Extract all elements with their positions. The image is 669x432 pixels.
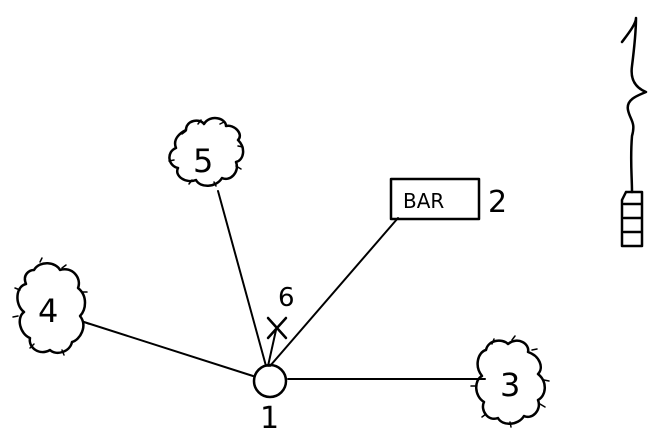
center-circle (252, 363, 288, 399)
node-2-label: 2 (488, 185, 507, 220)
cross-mark (266, 316, 288, 340)
connectors (83, 190, 486, 380)
edge-1-5 (217, 190, 267, 367)
edge-1-6 (267, 329, 277, 367)
blob-5 (168, 116, 245, 187)
bar-box-text: BAR (403, 189, 444, 213)
node-4-label: 4 (38, 292, 58, 330)
blob-4-texture (12, 257, 90, 356)
node-4: 4 (12, 257, 90, 356)
node-3-label: 3 (500, 366, 520, 404)
blob-3 (475, 339, 546, 425)
node-2: BAR 2 (389, 177, 507, 221)
blob-5-texture (168, 119, 244, 187)
node-6-label: 6 (278, 283, 295, 313)
node-5-label: 5 (193, 142, 213, 180)
node-1-label: 1 (260, 401, 279, 432)
edge-1-4 (83, 321, 254, 377)
node-3: 3 (470, 335, 550, 428)
node-5: 5 (168, 116, 245, 187)
scale-symbol (620, 16, 648, 248)
blob-3-texture (470, 335, 550, 428)
node-1: 1 (252, 363, 288, 432)
node-6: 6 (266, 283, 295, 340)
scale-bottom-box (620, 190, 644, 248)
scale-top-stroke (620, 16, 648, 194)
bar-box (389, 177, 481, 221)
edge-1-2 (269, 217, 399, 367)
